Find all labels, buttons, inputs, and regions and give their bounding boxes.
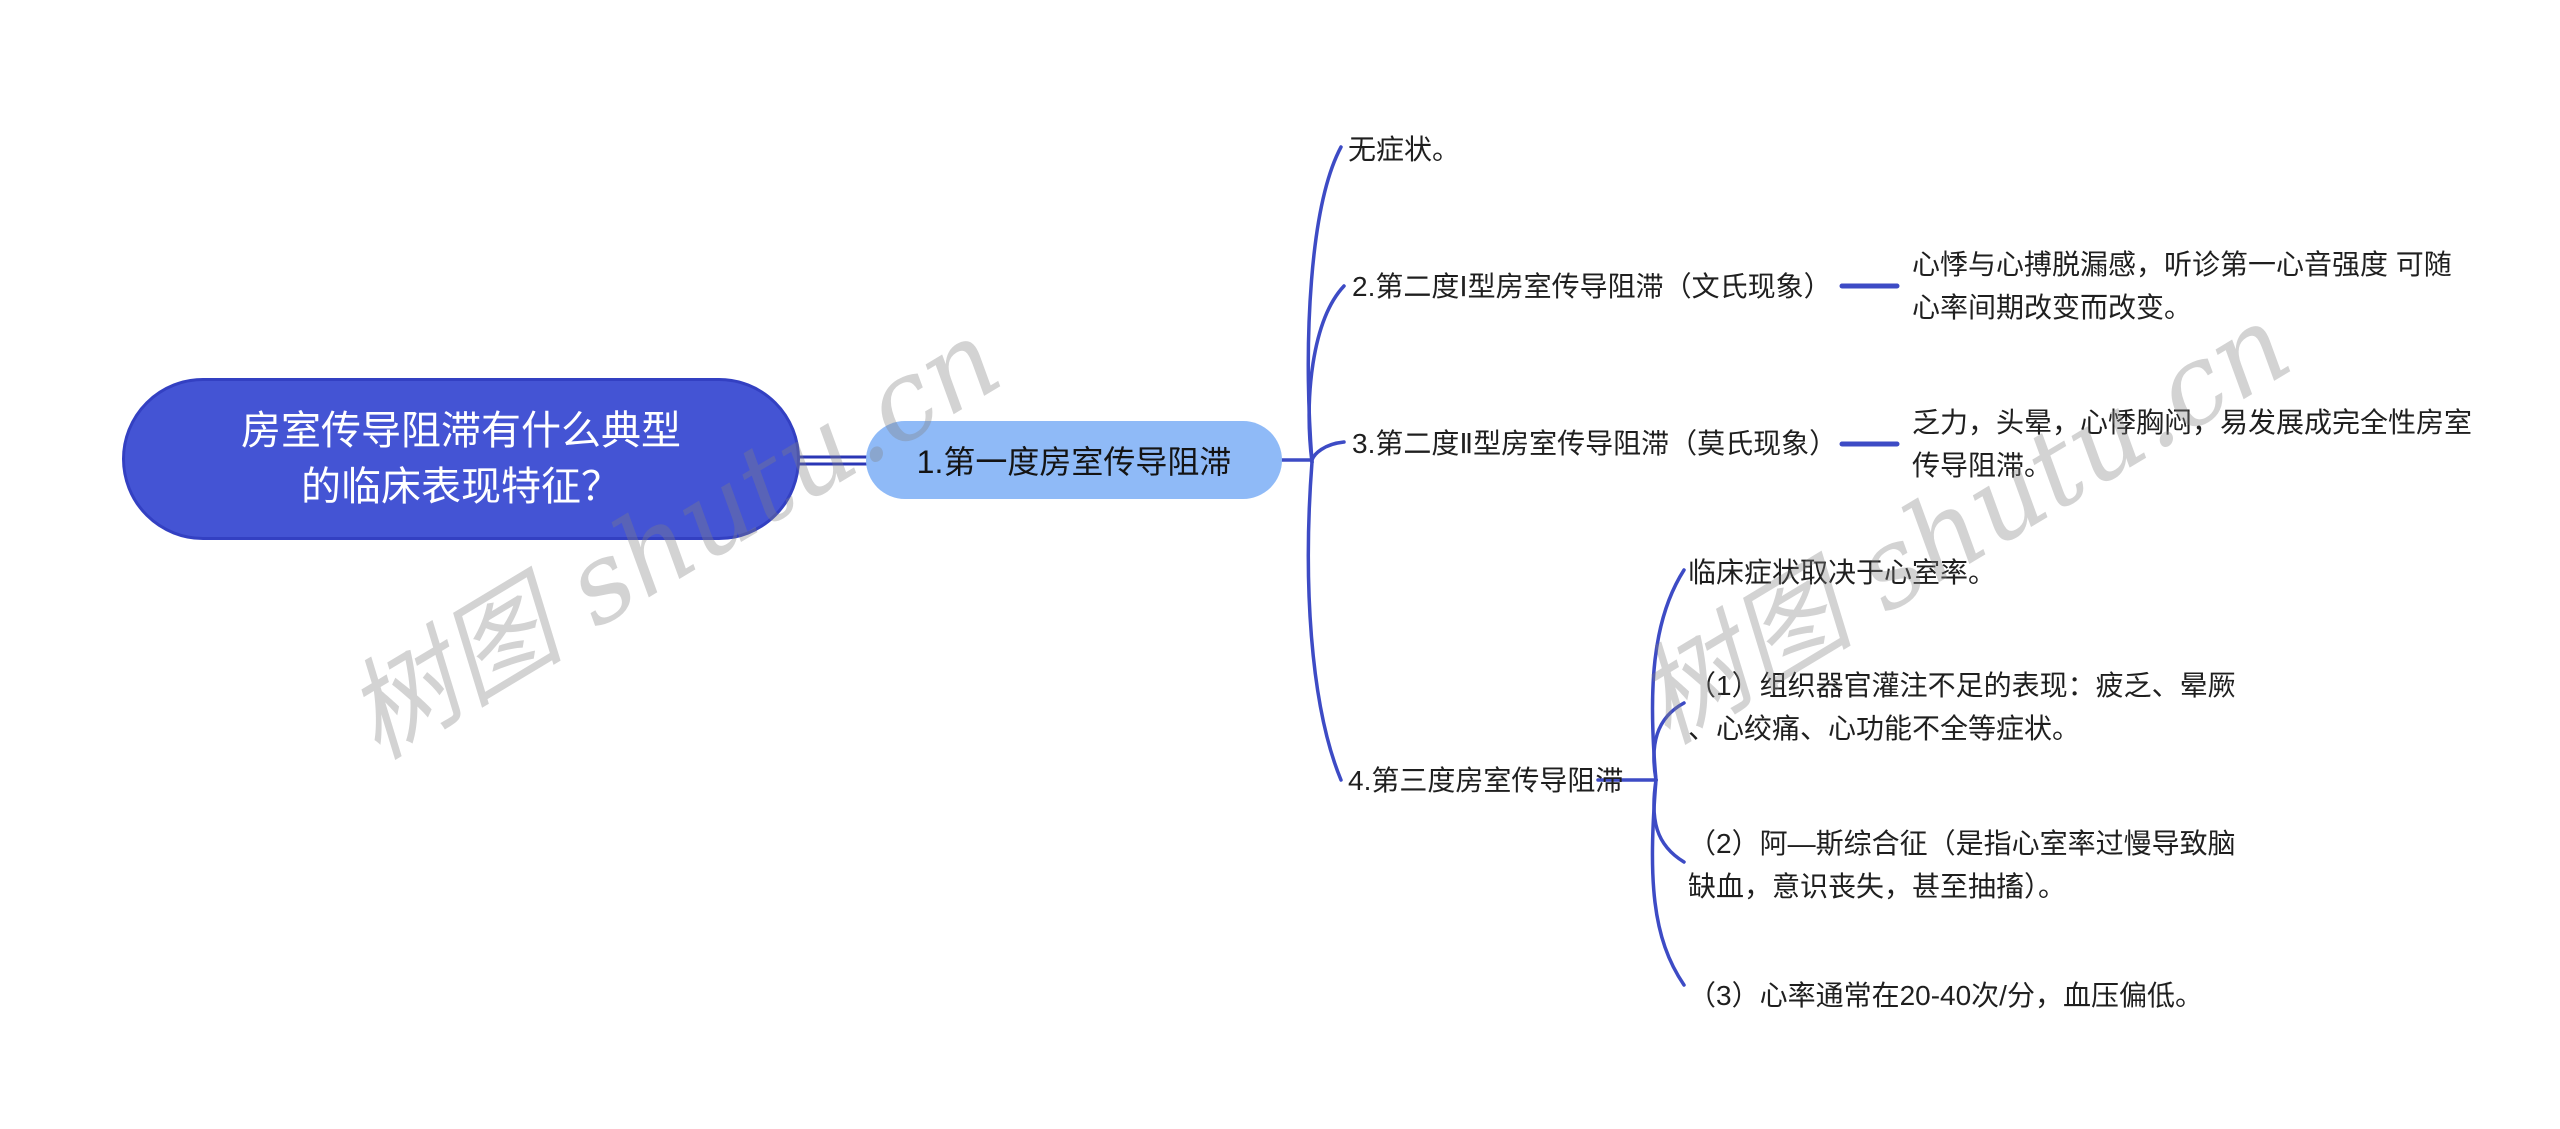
branch-line-1 xyxy=(1306,145,1343,464)
branch-asymptomatic[interactable]: 无症状。 xyxy=(1348,134,1461,165)
root-node[interactable]: 房室传导阻滞有什么典型 的临床表现特征？ xyxy=(122,378,800,540)
subbranch-line-3 xyxy=(1652,778,1686,864)
third-degree-child-heart-rate[interactable]: （3）心率通常在20-40次/分，血压偏低。 xyxy=(1688,980,2203,1011)
subbranch-line-4 xyxy=(1650,778,1686,987)
node-first-degree-av-block[interactable]: 1.第一度房室传导阻滞 xyxy=(866,421,1282,499)
root-child-connector xyxy=(798,455,868,466)
branch-third-degree[interactable]: 4.第三度房室传导阻滞 xyxy=(1348,765,1624,796)
branch-line-2 xyxy=(1307,284,1346,464)
root-node-label: 房室传导阻滞有什么典型 的临床表现特征？ xyxy=(241,409,681,509)
third-degree-child-hypoperfusion[interactable]: （1）组织器官灌注不足的表现：疲乏、晕厥 、心绞痛、心功能不全等症状。 xyxy=(1688,670,2236,744)
subbranch-line-1 xyxy=(1650,568,1686,782)
branch-line-3 xyxy=(1310,440,1346,462)
branch-line-4 xyxy=(1306,460,1343,782)
third-degree-child-adams-stokes[interactable]: （2）阿—斯综合征（是指心室率过慢导致脑 缺血，意识丧失，甚至抽搐）。 xyxy=(1688,828,2236,902)
first-degree-label: 1.第一度房室传导阻滞 xyxy=(916,444,1232,480)
branch-second-degree-type1[interactable]: 2.第二度Ⅰ型房室传导阻滞（文氏现象） xyxy=(1352,271,1832,302)
branch-second-degree-type1-desc[interactable]: 心悸与心搏脱漏感，听诊第一心音强度 可随 心率间期改变而改变。 xyxy=(1912,249,2452,323)
subbranch-line-2 xyxy=(1652,701,1686,782)
third-degree-child-ventricular-rate[interactable]: 临床症状取决于心室率。 xyxy=(1688,557,1997,588)
branch-second-degree-type2-desc[interactable]: 乏力，头晕，心悸胸闷，易发展成完全性房室 传导阻滞。 xyxy=(1912,407,2473,481)
branch-second-degree-type2[interactable]: 3.第二度Ⅱ型房室传导阻滞（莫氏现象） xyxy=(1352,428,1838,459)
